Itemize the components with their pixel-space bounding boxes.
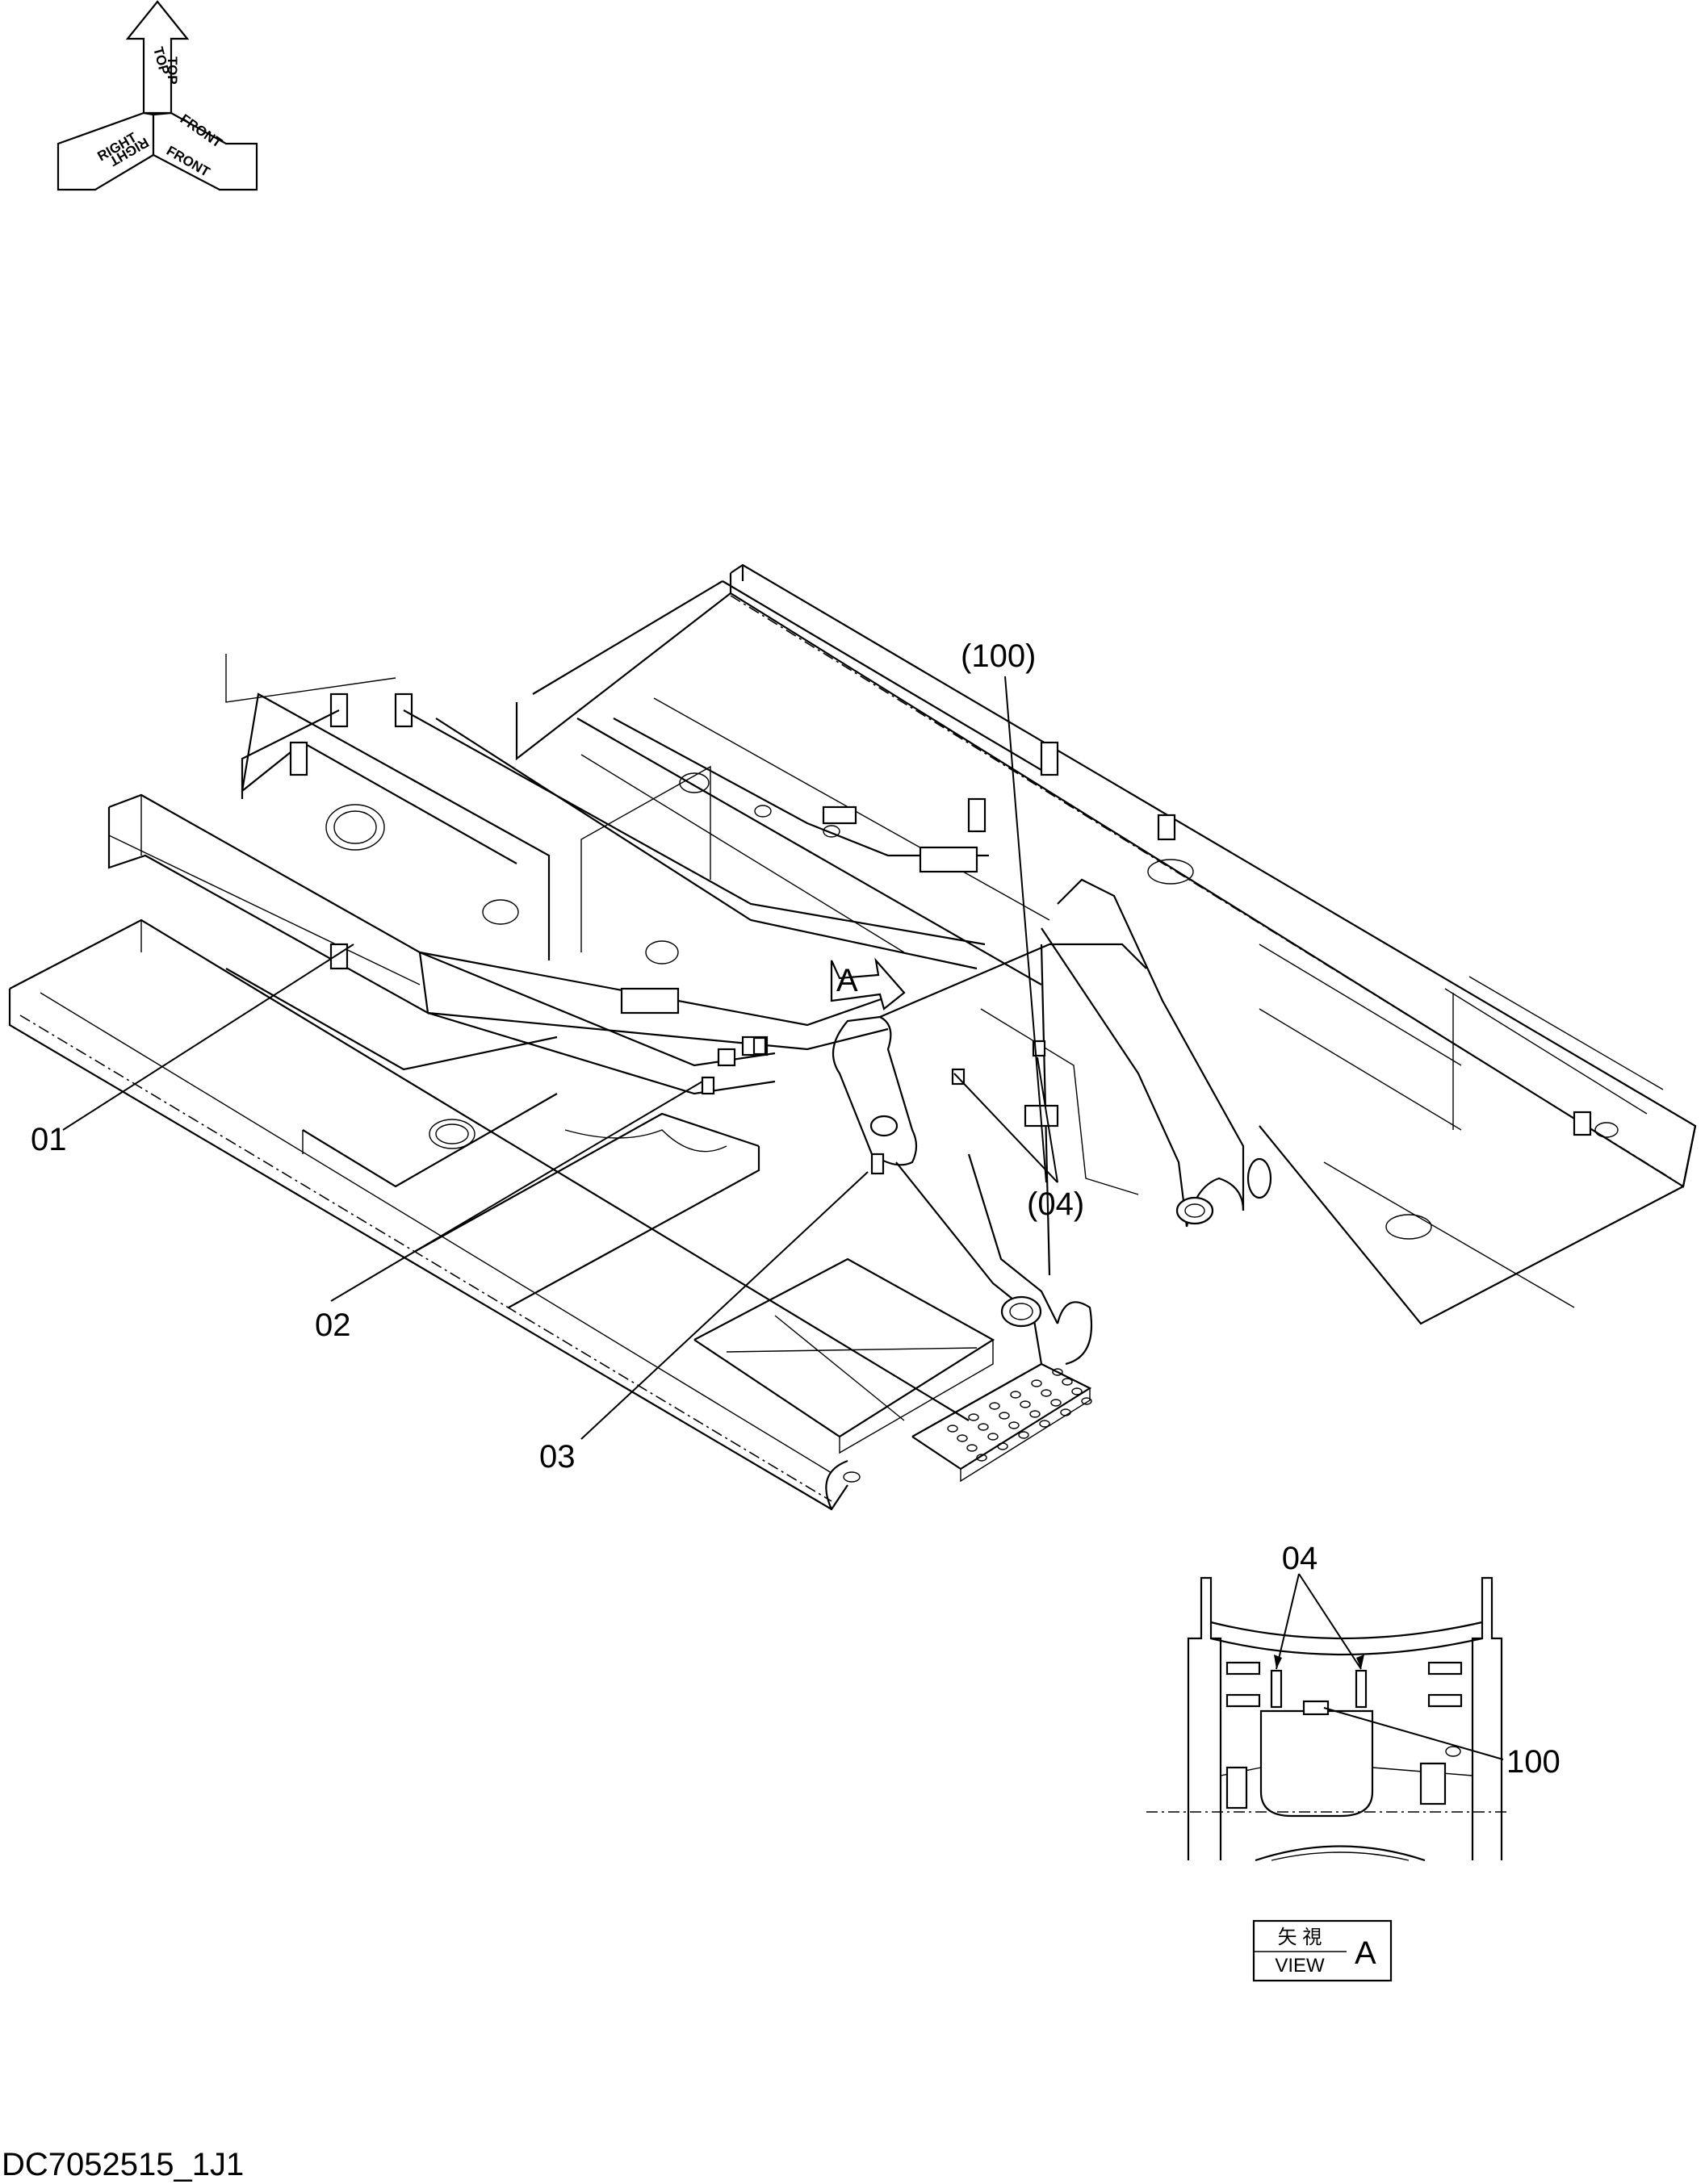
callout-100-ref: (100) [961, 638, 1036, 674]
leader-lines [62, 676, 1058, 1440]
view-a-label: 矢 視 VIEW A [1252, 1919, 1393, 1982]
step-hole [1010, 1391, 1021, 1399]
step-hole [1008, 1421, 1020, 1429]
callout-03: 03 [539, 1439, 576, 1475]
step-hole [1081, 1397, 1092, 1405]
step-plate-holes [947, 1368, 1092, 1462]
clip-markers [701, 1036, 1046, 1175]
detail-view-a: 04 100 [1146, 1541, 1560, 1862]
view-label-letter: A [1355, 1935, 1376, 1971]
document-id: DC7052515_1J1 [2, 2147, 244, 2182]
callout-02: 02 [315, 1307, 351, 1343]
step-hole [947, 1425, 958, 1433]
callout-01: 01 [31, 1122, 67, 1157]
rear-structure [515, 580, 1176, 985]
left-side-rail [8, 918, 970, 1511]
step-hole [957, 1434, 968, 1442]
right-side-rail [729, 563, 1697, 1325]
view-label-kanji: 矢 視 [1278, 1927, 1322, 1948]
step-hole [1050, 1399, 1062, 1407]
step-hole [1029, 1410, 1041, 1418]
detail-callout-100: 100 [1506, 1744, 1560, 1780]
step-plate [693, 1257, 1092, 1483]
boom-bracket [832, 878, 1272, 1366]
top-label-right: TOP [165, 56, 180, 85]
orientation-indicator: TOP TOP RIGHT RIGHT FRONT FRONT [57, 0, 258, 191]
callout-04-ref: (04) [1027, 1186, 1084, 1222]
step-hole [1039, 1420, 1050, 1428]
step-hole [1060, 1408, 1071, 1416]
step-hole [1018, 1431, 1029, 1439]
front-left-structure [107, 654, 889, 1308]
step-hole [1031, 1379, 1042, 1387]
view-a-marker: A [836, 963, 858, 998]
step-hole [1071, 1387, 1083, 1395]
step-hole [976, 1454, 987, 1462]
clip-03 [870, 1153, 885, 1175]
step-hole [966, 1444, 978, 1452]
front-arrow [152, 111, 258, 191]
frame-assembly [8, 563, 1697, 1511]
view-a-arrow: A [830, 957, 906, 1010]
step-hole [1020, 1400, 1031, 1408]
step-hole [1052, 1368, 1063, 1376]
step-hole [978, 1423, 989, 1431]
step-hole [999, 1412, 1010, 1420]
step-hole [1062, 1378, 1073, 1386]
clip-01 [752, 1036, 767, 1056]
step-hole [1041, 1389, 1052, 1397]
step-hole [968, 1413, 979, 1421]
step-hole [989, 1402, 1000, 1410]
step-hole [997, 1442, 1008, 1450]
detail-callout-04: 04 [1282, 1541, 1318, 1576]
clip-02 [701, 1076, 715, 1095]
view-label-view: VIEW [1275, 1955, 1325, 1977]
step-hole [987, 1433, 999, 1441]
top-arrow [125, 0, 190, 115]
